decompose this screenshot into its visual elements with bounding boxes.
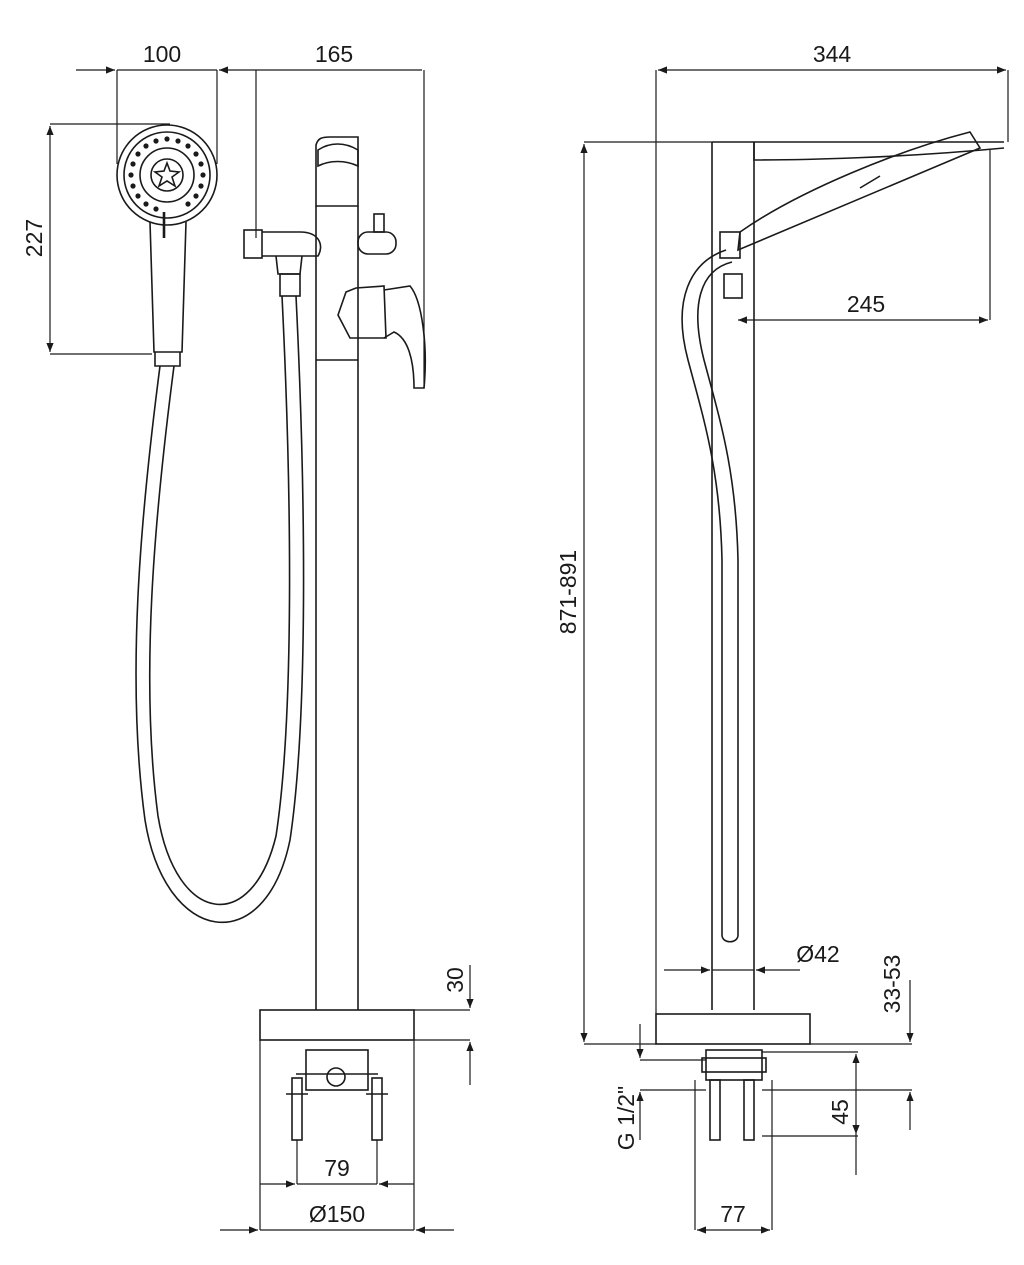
side-column — [711, 141, 1005, 1010]
dim-column-diameter: Ø42 — [796, 941, 839, 967]
column — [315, 136, 359, 1010]
dimension-lines — [46, 66, 1009, 1234]
dim-box-width: 77 — [720, 1201, 746, 1227]
dimension-labels: 100 165 227 30 79 Ø150 344 245 871-891 Ø… — [21, 41, 905, 1227]
diverter-knob — [357, 213, 397, 255]
side-hand-shower — [719, 131, 982, 299]
side-view — [655, 131, 1005, 1141]
dim-overall-height: 871-891 — [555, 550, 581, 634]
dim-head-height: 227 — [21, 219, 47, 257]
front-base — [259, 1009, 415, 1141]
dim-connection-spacing: 79 — [324, 1155, 350, 1181]
shower-hose — [135, 295, 305, 924]
dim-head-width: 100 — [143, 41, 181, 67]
side-base — [655, 1013, 811, 1141]
side-hose — [681, 249, 739, 943]
dim-base-diameter: Ø150 — [309, 1201, 365, 1227]
hand-shower — [116, 124, 218, 367]
dim-spout-reach: 245 — [847, 291, 885, 317]
dim-thread: G 1/2" — [613, 1086, 639, 1150]
dim-floor-gap: 33-53 — [879, 955, 905, 1014]
dim-box-height: 45 — [827, 1099, 853, 1125]
dim-overall-depth: 344 — [813, 41, 852, 67]
dim-base-thickness: 30 — [442, 967, 468, 993]
front-view — [116, 124, 427, 1141]
spray-nozzle-ring — [128, 136, 206, 212]
shower-holder — [243, 229, 322, 297]
mixer-lever — [337, 285, 427, 389]
dim-outlet-offset: 165 — [315, 41, 353, 67]
